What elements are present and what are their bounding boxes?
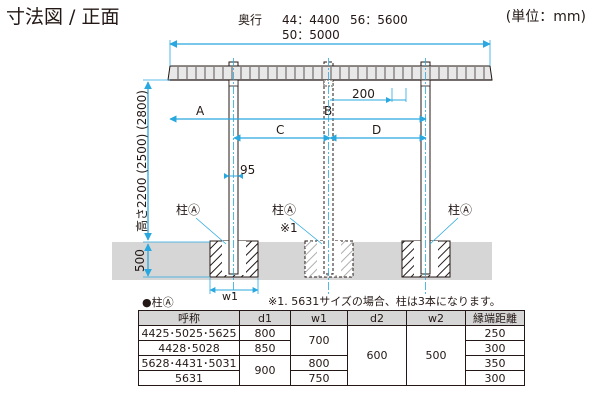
post-label-center: 柱Ⓐ	[272, 202, 296, 217]
foundation-depth-label: 500	[133, 249, 147, 272]
w1-label: w1	[222, 290, 238, 303]
legend: ●柱Ⓐ	[142, 296, 174, 309]
footnote: ※1. 5631サイズの場合、柱は3本になります。	[268, 295, 501, 308]
cell-w1: 700	[290, 325, 348, 356]
cell-w2: 500	[406, 325, 466, 386]
cell-d2: 600	[347, 325, 407, 386]
page-title: 寸法図 / 正面	[6, 6, 120, 28]
post-label-right: 柱Ⓐ	[448, 202, 472, 217]
cell-edge: 300	[465, 340, 525, 356]
cell-name: 4425･5025･5625	[138, 325, 240, 341]
cell-w1: 750	[290, 370, 348, 386]
header-w2: w2	[406, 310, 466, 326]
depth-value-44: 44：4400	[282, 13, 340, 27]
post-width-label: 95	[240, 163, 255, 177]
spec-table: 呼称 d1 w1 d2 w2 縁端距離 4425･5025･5625 800 7…	[138, 310, 525, 386]
cell-edge: 250	[465, 325, 525, 341]
post-label-left: 柱Ⓐ	[176, 202, 200, 217]
unit-note: (単位：mm)	[505, 9, 586, 25]
table-row: 5628･4431･5031 900 800 350	[138, 355, 525, 386]
pitch-label: 200	[352, 87, 375, 101]
dimension-d-label: D	[372, 123, 381, 137]
height-label: 高さ2200 (2500) (2800)	[134, 90, 149, 232]
cell-edge: 300	[465, 370, 525, 386]
cell-name: 5631	[138, 370, 240, 386]
table-header-row: 呼称 d1 w1 d2 w2 縁端距離	[138, 310, 525, 326]
cell-d1: 850	[239, 340, 291, 356]
dimension-c-label: C	[276, 123, 284, 137]
depth-value-50: 50：5000	[282, 28, 340, 42]
header-name: 呼称	[138, 310, 240, 326]
header-d2: d2	[347, 310, 407, 326]
cell-edge: 350	[465, 355, 525, 371]
cell-name: 4428･5028	[138, 340, 240, 356]
dimension-a-label: A	[196, 104, 205, 118]
header-edge-distance: 縁端距離	[465, 310, 525, 326]
table-row: 4425･5025･5625 800 700 600 500 250	[138, 325, 525, 386]
header-d1: d1	[239, 310, 291, 326]
header-w1: w1	[290, 310, 348, 326]
table-row: 4428･5028 850 300	[138, 340, 525, 356]
depth-label: 奥行	[238, 13, 262, 27]
cell-d1: 800	[239, 325, 291, 341]
table-row: 5631 750 300	[138, 370, 525, 386]
cell-w1: 800	[290, 355, 348, 371]
cell-d1: 900	[239, 355, 291, 386]
cell-name: 5628･4431･5031	[138, 355, 240, 371]
roof	[167, 65, 493, 87]
note-mark: ※1	[280, 221, 298, 235]
depth-value-56: 56：5600	[350, 13, 408, 27]
